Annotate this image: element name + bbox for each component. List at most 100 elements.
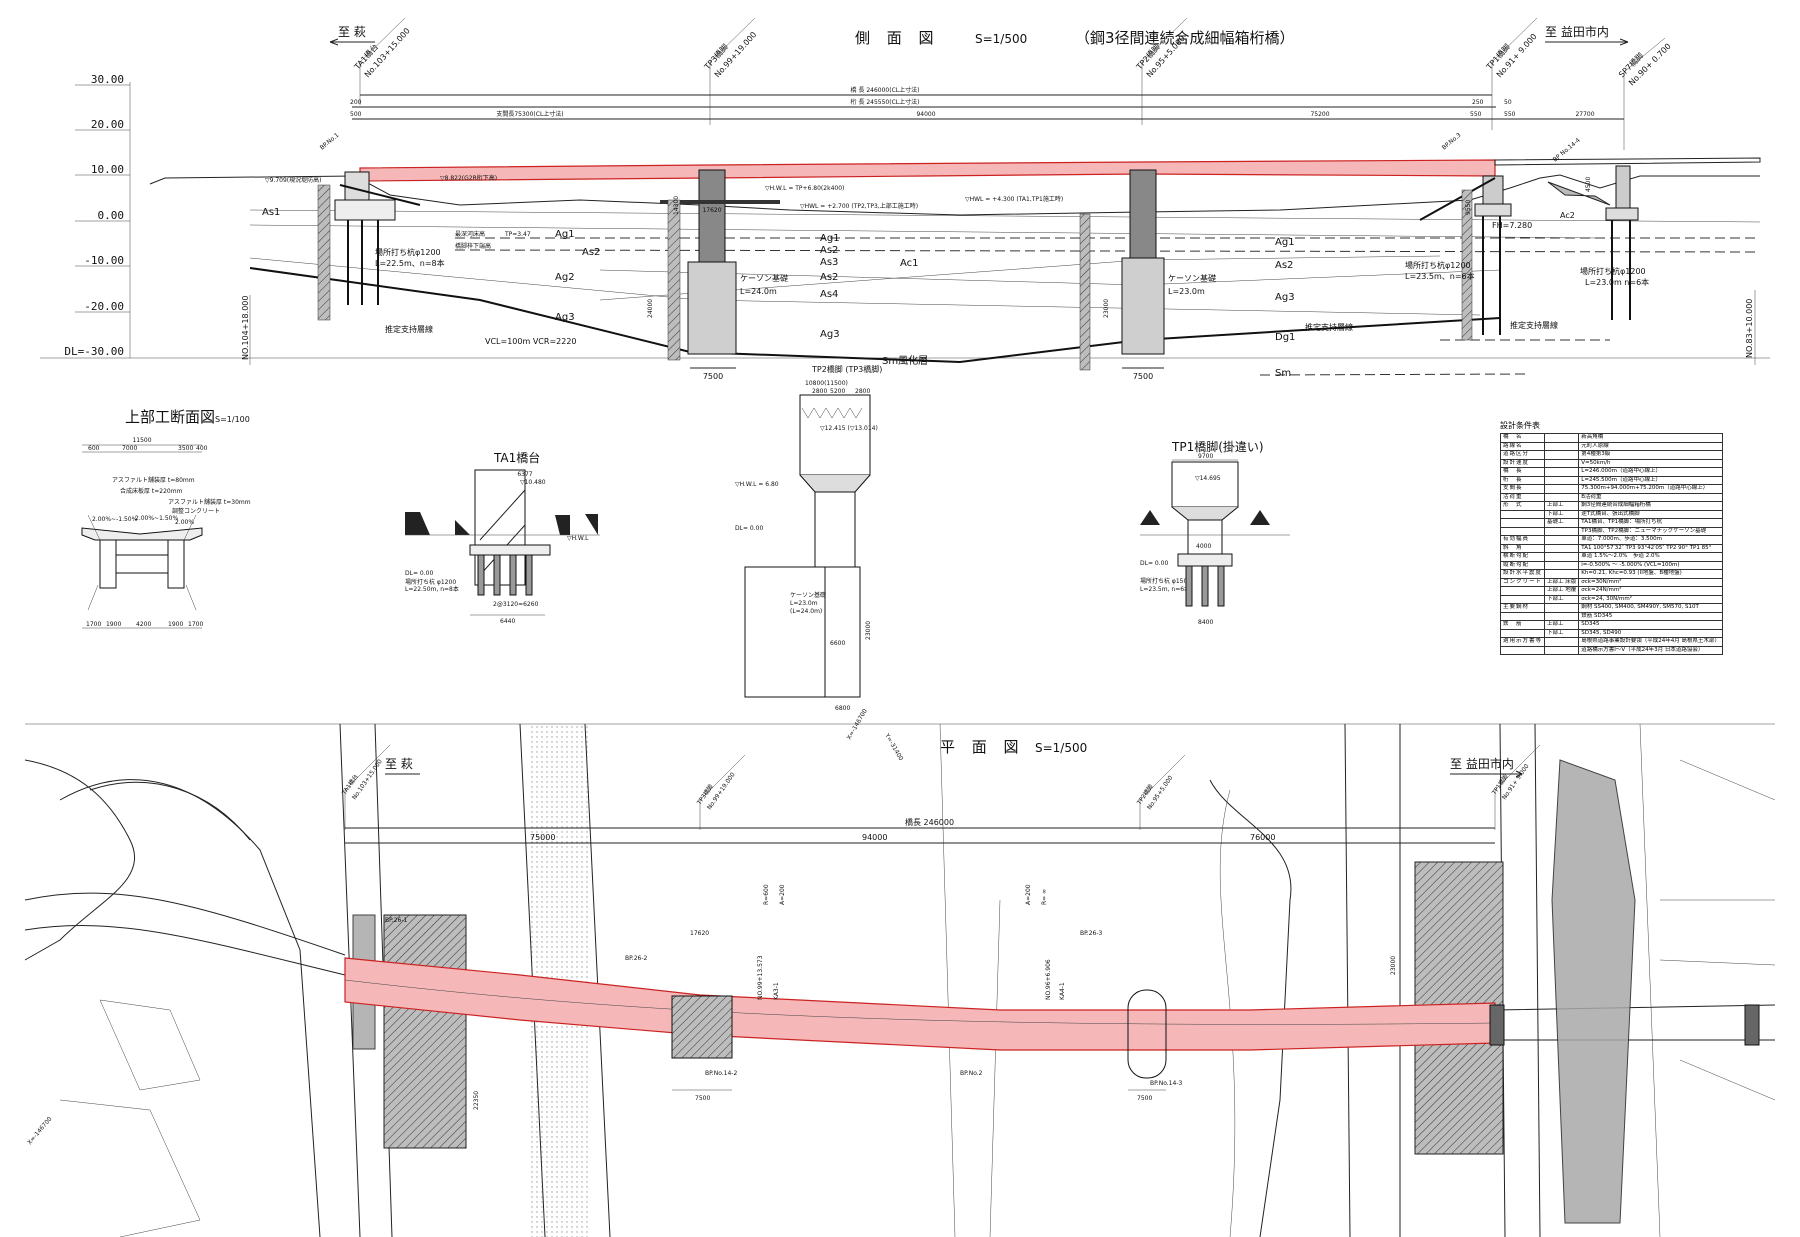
bp-label: BP.26-3 bbox=[1080, 930, 1103, 937]
dim: 4000 bbox=[1196, 543, 1211, 550]
dim-span: 94000 bbox=[916, 111, 935, 118]
row-sublabel bbox=[1544, 569, 1580, 579]
row-label: 路線名 bbox=[1499, 441, 1546, 451]
axis-label: 0.00 bbox=[98, 209, 125, 222]
plan-dim: 17620 bbox=[690, 930, 709, 937]
row-label bbox=[1499, 645, 1546, 655]
plan-view: 平 面 図 S=1/500 bbox=[24, 708, 1776, 1237]
row-sublabel: 上部工 床版 bbox=[1544, 577, 1580, 587]
plan-direction-hagi: 至 萩 bbox=[385, 757, 413, 771]
level: ▽10.480 bbox=[520, 479, 546, 486]
section-label: 2.00% bbox=[175, 519, 194, 526]
row-value: 道路橋示方書I〜V（平成24年3月 日本道路協会） bbox=[1578, 645, 1724, 655]
axis-label: -20.00 bbox=[84, 300, 124, 313]
note: L=23.0m bbox=[1168, 287, 1205, 296]
row-value: L=245.500m（道路中心線上） bbox=[1578, 475, 1724, 485]
dim: 1900 bbox=[168, 621, 183, 628]
row-value: B活荷重 bbox=[1578, 492, 1724, 502]
dim-width: 7500 bbox=[1133, 372, 1153, 381]
row-sublabel bbox=[1544, 611, 1580, 621]
dim: 2800 bbox=[855, 388, 870, 395]
dim: 7000 bbox=[122, 445, 137, 452]
soil-label: Ag1 bbox=[1275, 237, 1295, 248]
axis-label: 30.00 bbox=[91, 73, 124, 86]
soil-label: Ag3 bbox=[820, 329, 840, 340]
note: ケーソン基礎 bbox=[1168, 273, 1216, 283]
row-value: 島根県道路事業設計要領（平成24年4月 島根県土木部） bbox=[1578, 637, 1724, 647]
bp-label: BP.No.14-2 bbox=[705, 1070, 737, 1077]
dim: 6800 bbox=[835, 705, 850, 712]
design-table-title: 設計条件表 bbox=[1500, 421, 1540, 430]
dim-bridge-length: 橋 長 246000(CL上寸法) bbox=[851, 86, 920, 94]
soil-label: As4 bbox=[820, 289, 838, 300]
caisson-len: L=23.0m bbox=[790, 600, 818, 607]
soil-label: Ag1 bbox=[555, 229, 575, 240]
note: 推定支持層線 bbox=[1510, 320, 1558, 330]
row-sublabel bbox=[1544, 552, 1580, 562]
dim: 5200 bbox=[830, 388, 845, 395]
axis-label: -10.00 bbox=[84, 254, 124, 267]
soil-label: Ac2 bbox=[1560, 211, 1575, 220]
table-row: 道路区分第4種第3級 bbox=[1499, 450, 1724, 460]
elevation-dimensions: 橋 長 246000(CL上寸法) 桁 長 245550(CL上寸法) 支間長7… bbox=[350, 86, 1624, 120]
plan-dim: 23000 bbox=[1390, 956, 1397, 975]
soil-label: As2 bbox=[820, 245, 838, 256]
dim: 1900 bbox=[106, 621, 121, 628]
hwl-note: ▽HWL = +2.700 (TP2,TP3,上部工施工時) bbox=[800, 202, 918, 210]
section-scale: S=1/100 bbox=[215, 415, 250, 424]
dim: 6600 bbox=[830, 640, 845, 647]
hwl: ▽H.W.L = 6.80 bbox=[735, 481, 779, 488]
arrow-right-icon bbox=[1545, 38, 1629, 46]
arrow-left-icon bbox=[329, 38, 375, 46]
note: 場所打ち杭φ1200 bbox=[1580, 266, 1646, 276]
row-label: 適用示方書等 bbox=[1499, 637, 1546, 647]
plan-span: 94000 bbox=[862, 833, 887, 842]
tp1-pier-detail: TP1橋脚(掛違い) 9700 ▽14.695 DL= 0.00 場所打ち杭 φ… bbox=[1140, 439, 1290, 626]
table-row: 橋 名新高角橋 bbox=[1499, 433, 1724, 443]
sp7-pier-elevation bbox=[1547, 165, 1639, 320]
row-value: 車道：7.000m、歩道：3.500m bbox=[1578, 535, 1724, 545]
dim: 10800(11500) bbox=[805, 380, 848, 387]
ta1-title: TA1橋台 bbox=[493, 450, 540, 465]
elevation-view: 側 面 図 S=1/500 （鋼3径間連続合成細幅箱桁橋） 至 萩 至 益田市内… bbox=[40, 17, 1770, 381]
plan-title: 平 面 図 bbox=[940, 738, 1025, 756]
bridge-deck-plan bbox=[344, 957, 1496, 1051]
section-label: 2.00%~1.50% bbox=[135, 515, 178, 522]
row-value: 逆T式橋台、張出式橋脚 bbox=[1578, 509, 1724, 519]
row-value: σck=24N/mm² bbox=[1578, 586, 1724, 596]
note: TP=3.47 bbox=[504, 231, 531, 238]
table-row: TP3橋脚、TP2橋脚：ニューマチックケーソン基礎 bbox=[1499, 526, 1724, 536]
row-label: 支間長 bbox=[1499, 484, 1546, 494]
direction-label-hagi: 至 萩 bbox=[338, 25, 366, 39]
row-label bbox=[1499, 611, 1546, 621]
dl: DL= 0.00 bbox=[405, 570, 433, 577]
row-label: 橋 名 bbox=[1499, 433, 1546, 443]
row-sublabel bbox=[1544, 458, 1580, 468]
dl: DL= 0.00 bbox=[1140, 560, 1168, 567]
dim-girder-length: 桁 長 245550(CL上寸法) bbox=[851, 98, 920, 106]
dim-width: 17620 bbox=[702, 207, 721, 214]
plan-scale: S=1/500 bbox=[1035, 741, 1087, 755]
dim-span: 27700 bbox=[1575, 111, 1594, 118]
note: 橋脚梓下端高 bbox=[455, 242, 491, 250]
soil-label: As2 bbox=[820, 272, 838, 283]
table-row: 適用示方書等 島根県道路事業設計要領（平成24年4月 島根県土木部） bbox=[1499, 637, 1724, 647]
note: ケーソン基礎 bbox=[740, 273, 788, 283]
note: L=23.0m n=6本 bbox=[1585, 277, 1649, 287]
dim: 4200 bbox=[136, 621, 151, 628]
dim-small: 550 bbox=[1470, 111, 1482, 118]
tp1-title: TP1橋脚(掛違い) bbox=[1171, 439, 1264, 454]
dim-small: 250 bbox=[1472, 99, 1484, 106]
dim-small: 550 bbox=[1504, 111, 1516, 118]
plan-span: 75000 bbox=[530, 833, 555, 842]
row-label: 形 式 bbox=[1499, 501, 1546, 511]
note: 最深河床高 bbox=[455, 230, 485, 238]
elevation-scale: S=1/500 bbox=[975, 32, 1027, 46]
ta1-abutment-detail: TA1橋台 6377 ▽10.480 ▽H.W.L DL= 0.00 場所打ち杭… bbox=[405, 450, 600, 625]
row-label: コンクリート bbox=[1499, 577, 1546, 587]
